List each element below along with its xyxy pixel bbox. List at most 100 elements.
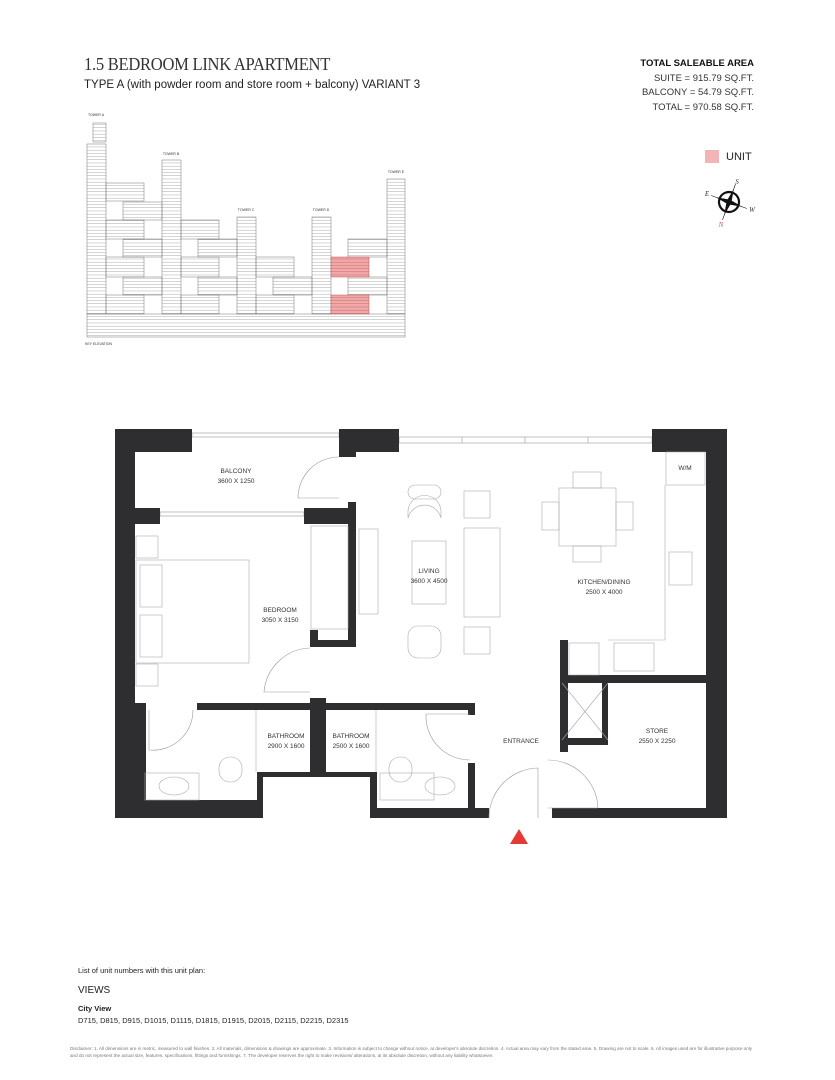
room-dims-living: 3600 X 4500 xyxy=(411,578,448,585)
wall xyxy=(115,703,146,818)
elevation-link-block xyxy=(255,256,295,278)
area-heading: TOTAL SALEABLE AREA xyxy=(640,58,754,69)
tower-c-label: TOWER C xyxy=(238,208,255,212)
elevation-tower xyxy=(86,143,107,315)
wall xyxy=(706,429,727,818)
elevation-unit-highlight xyxy=(330,294,370,315)
room-label-bathroom-2: BATHROOM xyxy=(332,733,369,740)
elevation-link-block xyxy=(105,182,145,202)
elevation-link-block xyxy=(105,219,145,240)
wall xyxy=(115,800,263,818)
wall xyxy=(560,640,568,752)
room-dims-kitchen: 2500 X 4000 xyxy=(586,589,623,596)
bed xyxy=(135,559,250,664)
washing-machine xyxy=(665,451,706,486)
wall xyxy=(310,640,356,647)
room-dims-balcony: 3600 X 1250 xyxy=(218,478,255,485)
elevation-link-block xyxy=(105,294,145,315)
armchair xyxy=(407,495,442,519)
elevation-tower xyxy=(236,216,257,315)
wall xyxy=(560,675,714,683)
elevation-podium xyxy=(86,313,406,338)
coffee-table xyxy=(411,540,447,605)
elevation-link-block xyxy=(180,294,220,315)
dining-table xyxy=(558,487,617,547)
room-label-store: STORE xyxy=(646,728,669,735)
room-dims-store: 2550 X 2250 xyxy=(639,738,676,745)
elevation-link-block xyxy=(122,276,163,296)
disclaimer: Disclaimer: 1. All dimensions are in met… xyxy=(70,1046,753,1058)
tower-e-label: TOWER E xyxy=(388,170,405,174)
tower-b-label: TOWER B xyxy=(163,152,180,156)
unit-numbers: D715, D815, D915, D1015, D1115, D1815, D… xyxy=(78,1016,349,1025)
wardrobe xyxy=(310,525,349,630)
total-area: TOTAL = 970.58 SQ.FT. xyxy=(652,101,754,113)
entrance-marker-icon xyxy=(510,829,528,844)
room-label-balcony: BALCONY xyxy=(220,468,252,475)
room-label-bathroom-1: BATHROOM xyxy=(267,733,304,740)
wall xyxy=(310,630,318,647)
elevation-tower xyxy=(311,216,332,315)
saleable-area-panel: TOTAL SALEABLE AREA SUITE = 915.79 SQ.FT… xyxy=(640,57,754,115)
elevation-link-block xyxy=(347,276,388,296)
cooktop xyxy=(668,551,693,586)
elevation-link-block xyxy=(105,256,145,278)
elevation-tower xyxy=(92,122,107,143)
elevation-link-block xyxy=(197,238,238,258)
walls xyxy=(115,429,727,818)
unit-legend: UNIT xyxy=(705,150,752,163)
wall xyxy=(370,808,489,818)
elevation-link-block xyxy=(272,276,313,296)
unit-legend-label: UNIT xyxy=(726,150,752,163)
elevation-tower xyxy=(161,159,182,315)
compass-icon xyxy=(711,184,747,220)
wall xyxy=(135,508,160,524)
room-dims-bathroom-2: 2500 X 1600 xyxy=(333,743,370,750)
elevation-link-block xyxy=(180,219,220,240)
page-title: 1.5 BEDROOM LINK APARTMENT xyxy=(84,54,331,74)
elevation-unit-highlight xyxy=(330,256,370,278)
wall xyxy=(339,429,399,452)
wall xyxy=(348,502,356,642)
unit-swatch xyxy=(705,150,719,163)
elevation-link-block xyxy=(122,201,163,221)
wm-label: W/M xyxy=(678,465,691,472)
doors xyxy=(148,456,599,819)
kitchen-sink xyxy=(613,642,655,672)
room-label-kitchen: KITCHEN/DINING xyxy=(577,579,630,586)
key-elevation-label: KEY ELEVATION xyxy=(85,342,113,346)
room-label-living: LIVING xyxy=(418,568,439,575)
tv-unit xyxy=(358,528,379,615)
views-heading: VIEWS xyxy=(78,985,111,996)
elevation-link-block xyxy=(122,238,163,258)
compass-south: S xyxy=(735,178,739,186)
unit-type-subtitle: TYPE A (with powder room and store room … xyxy=(84,79,421,91)
tower-a-label: TOWER A xyxy=(88,113,105,117)
unit-list-heading: List of unit numbers with this unit plan… xyxy=(78,966,206,975)
room-dims-bedroom: 3050 X 3150 xyxy=(262,617,299,624)
room-dims-bathroom-1: 2900 X 1600 xyxy=(268,743,305,750)
elevation-link-block xyxy=(255,294,295,315)
elevation-link-block xyxy=(347,238,388,258)
compass-north: N xyxy=(718,221,724,229)
wall xyxy=(115,429,135,709)
room-label-bedroom: BEDROOM xyxy=(263,607,297,614)
wall xyxy=(310,698,326,773)
elevation-link-block xyxy=(180,256,220,278)
elevation-tower xyxy=(386,178,406,315)
wall xyxy=(197,703,475,710)
wall xyxy=(552,808,727,818)
wall xyxy=(468,703,475,715)
elevation-link-block xyxy=(197,276,238,296)
entrance-label: ENTRANCE xyxy=(503,738,539,745)
sofa xyxy=(463,527,501,618)
wall xyxy=(257,772,263,818)
furniture xyxy=(135,451,706,801)
compass-west: W xyxy=(749,206,756,214)
tower-d-label: TOWER D xyxy=(313,208,330,212)
wall xyxy=(257,772,372,777)
compass-east: E xyxy=(704,190,710,198)
suite-area: SUITE = 915.79 SQ.FT. xyxy=(653,72,754,84)
wall xyxy=(370,772,377,818)
